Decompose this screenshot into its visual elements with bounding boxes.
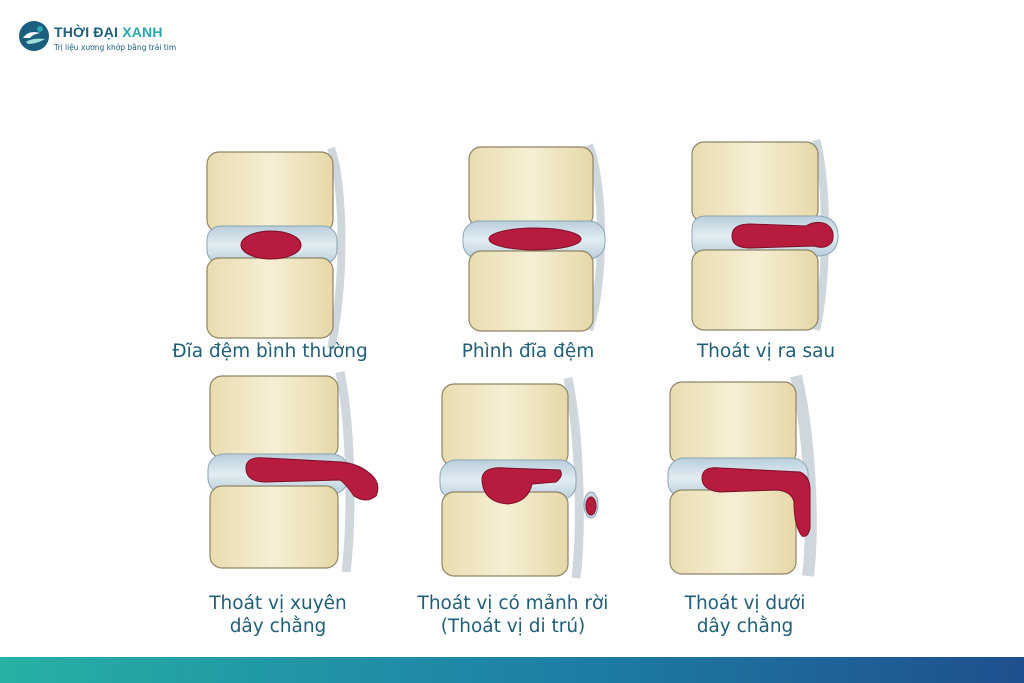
ligament xyxy=(563,377,584,579)
brand-logo: THỜI ĐẠI XANH Trị liệu xương khớp bằng t… xyxy=(18,20,218,60)
panel-subligamentous-herniation xyxy=(667,374,878,577)
caption-line: dây chằng xyxy=(229,616,327,637)
panel-sequestered-herniation xyxy=(439,377,650,579)
caption-line: Phình đĩa đệm xyxy=(461,341,595,362)
caption-line: dây chằng xyxy=(696,616,794,637)
brand-tagline: Trị liệu xương khớp bằng trái tim xyxy=(54,43,177,52)
caption-line: Thoát vị dưới xyxy=(684,593,806,614)
caption-line: Thoát vị xuyên xyxy=(209,593,347,614)
upper-vertebra xyxy=(691,141,819,223)
caption-posterior-herniation: Thoát vị ra sau xyxy=(636,340,896,363)
free-fragment xyxy=(585,496,597,516)
caption-line: Đĩa đệm bình thường xyxy=(172,341,368,362)
brand-name-part2: XANH xyxy=(122,24,163,40)
herniated-nucleus xyxy=(731,221,834,249)
upper-vertebra xyxy=(669,381,797,465)
lower-vertebra xyxy=(206,257,334,339)
brand-hands-icon xyxy=(19,21,49,51)
caption-line: Thoát vị ra sau xyxy=(696,341,836,362)
ligament xyxy=(790,374,817,577)
herniated-nucleus xyxy=(245,457,379,501)
ligament xyxy=(327,146,346,349)
caption-line: Thoát vị có mảnh rời xyxy=(417,593,609,614)
herniated-nucleus xyxy=(481,467,562,505)
panel-posterior-herniation xyxy=(690,138,900,340)
caption-line: (Thoát vị di trú) xyxy=(440,616,586,637)
upper-vertebra xyxy=(441,383,569,467)
nucleus-pulposus xyxy=(240,230,302,260)
lower-vertebra xyxy=(441,491,569,577)
caption-sequestered-herniation: Thoát vị có mảnh rời (Thoát vị di trú) xyxy=(383,592,643,638)
lower-vertebra xyxy=(209,485,339,569)
brand-name-part1: THỜI ĐẠI xyxy=(54,24,123,40)
panel-bulging-disc xyxy=(462,143,673,345)
upper-vertebra xyxy=(206,151,334,233)
lower-vertebra xyxy=(669,489,797,575)
herniated-nucleus xyxy=(701,467,811,537)
caption-transligamentous-herniation: Thoát vị xuyên dây chằng xyxy=(148,592,408,638)
nucleus-pulposus xyxy=(488,227,582,251)
footer-gradient-bar xyxy=(0,657,1024,683)
upper-vertebra xyxy=(468,146,594,228)
caption-subligamentous-herniation: Thoát vị dưới dây chằng xyxy=(615,592,875,638)
panel-normal-disc xyxy=(205,146,415,349)
panel-transligamentous-herniation xyxy=(206,371,416,573)
brand-name: THỜI ĐẠI XANH xyxy=(54,24,163,40)
lower-vertebra xyxy=(468,250,594,332)
lower-vertebra xyxy=(691,249,819,331)
caption-bulging-disc: Phình đĩa đệm xyxy=(398,340,658,363)
upper-vertebra xyxy=(209,375,339,459)
caption-normal-disc: Đĩa đệm bình thường xyxy=(140,340,400,363)
